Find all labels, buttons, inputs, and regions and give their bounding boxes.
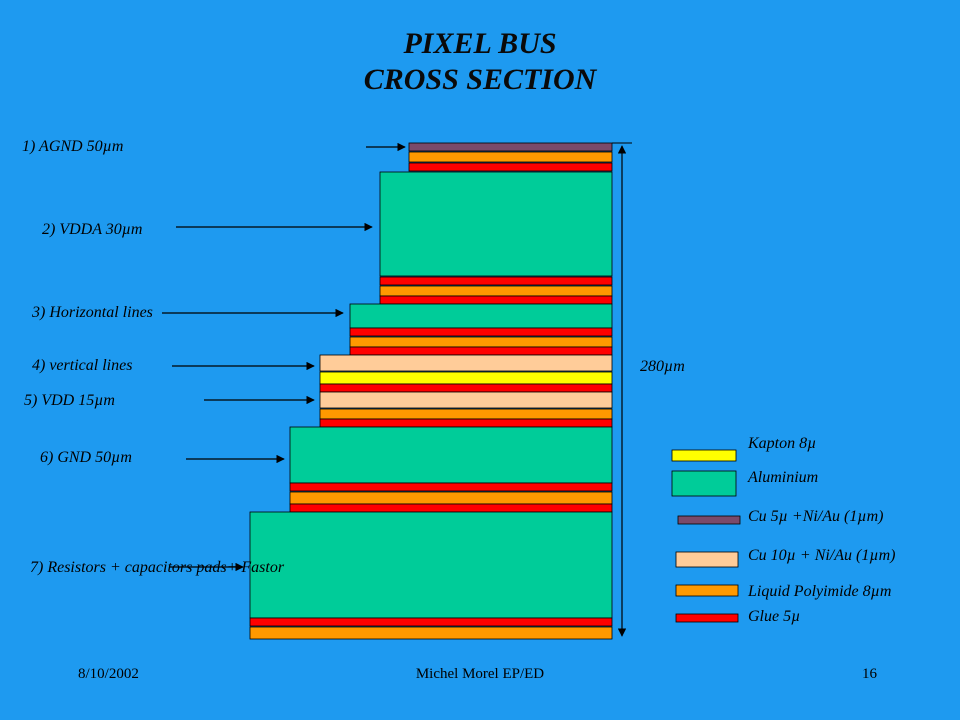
total-thickness-label: 280µm: [640, 358, 685, 375]
layer4-kapton: [319, 371, 613, 385]
legend-label-cu5: Cu 5µ +Ni/Au (1µm): [748, 508, 884, 525]
layer6-aluminium: [379, 171, 613, 277]
legend-label-glue: Glue 5µ: [748, 608, 801, 625]
footer-page-number: 16: [862, 666, 877, 682]
layer1-glue: [249, 617, 613, 627]
layer5-glue-2: [349, 346, 613, 356]
legend-swatch-glue: [675, 613, 739, 623]
legend-swatch-polyimide: [675, 584, 739, 597]
layer3-polyimide: [319, 408, 613, 420]
footer-date: 8/10/2002: [78, 666, 139, 682]
layer3-glue: [319, 418, 613, 428]
callout-layer-4: 4) vertical lines: [32, 357, 133, 374]
layer1-polyimide: [249, 626, 613, 640]
title-line-1: PIXEL BUS: [403, 27, 557, 60]
layer7-glue: [408, 162, 613, 172]
callout-layer-5: 3) Horizontal lines: [32, 304, 153, 321]
layer7-cu-pad: [408, 142, 613, 152]
legend-swatch-cu5: [677, 515, 741, 525]
layer5-glue-1: [349, 327, 613, 337]
legend-swatch-cu10: [675, 551, 739, 568]
layer2-glue-2: [289, 503, 613, 513]
legend-swatch-aluminium: [671, 470, 737, 497]
layer2-polyimide: [289, 491, 613, 505]
legend-label-aluminium: Aluminium: [748, 469, 819, 486]
legend-label-cu10: Cu 10µ + Ni/Au (1µm): [748, 547, 896, 564]
legend-swatch-kapton: [671, 449, 737, 462]
layer5-aluminium: [349, 303, 613, 329]
callout-layer-7: 1) AGND 50µm: [22, 138, 124, 155]
callout-layer-2: 6) GND 50µm: [40, 449, 132, 466]
layer3-copper: [319, 391, 613, 409]
layer6-glue-2: [379, 295, 613, 305]
layer5-polyimide: [349, 336, 613, 348]
layer1-aluminium: [249, 511, 613, 619]
layer6-glue-1: [379, 276, 613, 286]
callout-layer-6: 2) VDDA 30µm: [42, 221, 143, 238]
callout-layer-3: 5) VDD 15µm: [24, 392, 115, 409]
callout-layer-1: 7) Resistors + capacitors pads+ Fastor: [30, 559, 285, 576]
layer6-polyimide: [379, 285, 613, 297]
legend-label-kapton: Kapton 8µ: [748, 435, 817, 452]
legend-label-polyimide: Liquid Polyimide 8µm: [748, 583, 892, 600]
layer7-polyimide: [408, 151, 613, 163]
layer2-glue-1: [289, 482, 613, 492]
layer4-copper: [319, 354, 613, 372]
title-line-2: CROSS SECTION: [363, 63, 597, 96]
layer2-aluminium: [289, 426, 613, 484]
layer4-glue: [319, 383, 613, 393]
footer-author: Michel Morel EP/ED: [415, 666, 545, 682]
